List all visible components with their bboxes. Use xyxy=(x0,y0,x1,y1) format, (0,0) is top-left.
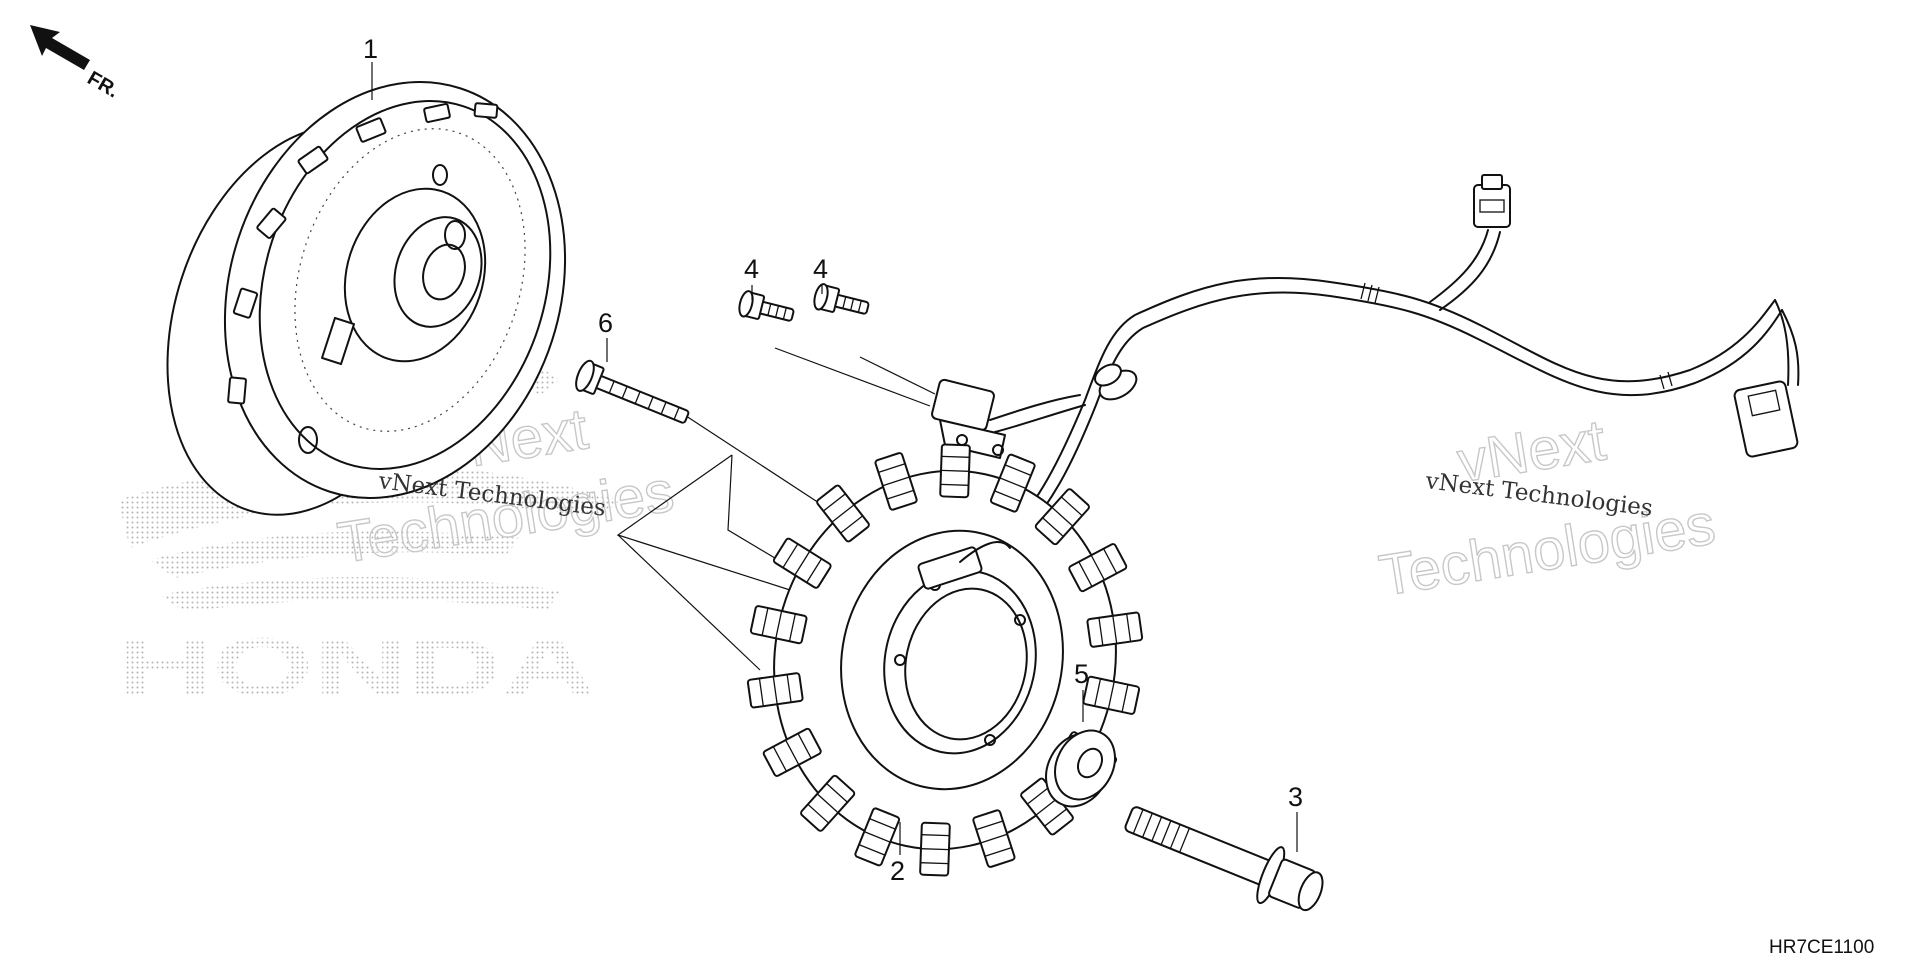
stator-coil-winding xyxy=(761,607,796,642)
stator-coil-winding xyxy=(772,733,812,772)
callout-2: 2 xyxy=(890,856,905,886)
stator-coil-winding xyxy=(1078,548,1118,587)
flywheel-part xyxy=(166,81,567,516)
washer-part xyxy=(1045,729,1116,808)
stator-coil-winding xyxy=(940,455,970,486)
stator-coil-winding xyxy=(976,820,1012,857)
stator-coil-winding xyxy=(1042,496,1083,537)
stator-coil-winding xyxy=(1094,678,1129,713)
callout-6: 6 xyxy=(598,308,613,338)
callout-4b: 4 xyxy=(813,254,828,284)
stator-coil-winding xyxy=(782,543,823,583)
stator-part xyxy=(746,443,1144,877)
stator-coil-winding xyxy=(920,834,950,865)
stator-coil-winding xyxy=(994,464,1032,502)
callout-3: 3 xyxy=(1288,782,1303,812)
wiring-harness xyxy=(931,174,1800,551)
stator-bolt-part xyxy=(575,359,690,424)
honda-logo-text: HONDA xyxy=(118,622,596,713)
callout-5: 5 xyxy=(1074,659,1089,689)
front-direction-arrow: FR. xyxy=(30,25,122,102)
callout-4a: 4 xyxy=(744,254,759,284)
front-arrow-label: FR. xyxy=(84,67,123,102)
flange-bolt-part xyxy=(1124,806,1324,912)
bolt-a-part xyxy=(738,290,795,322)
stator-coil-winding xyxy=(822,493,864,534)
bolt-b-part xyxy=(813,283,870,315)
stator-coil-winding xyxy=(1098,613,1132,646)
diagram-reference-code: HR7CE1100 xyxy=(1769,937,1874,958)
stator-coil-winding xyxy=(858,818,896,856)
callout-1: 1 xyxy=(363,34,378,64)
stator-coil-winding xyxy=(807,783,848,824)
stator-coil-winding xyxy=(878,463,914,500)
stator-coil-winding xyxy=(758,674,792,707)
stator-coil-winding xyxy=(1026,786,1068,827)
